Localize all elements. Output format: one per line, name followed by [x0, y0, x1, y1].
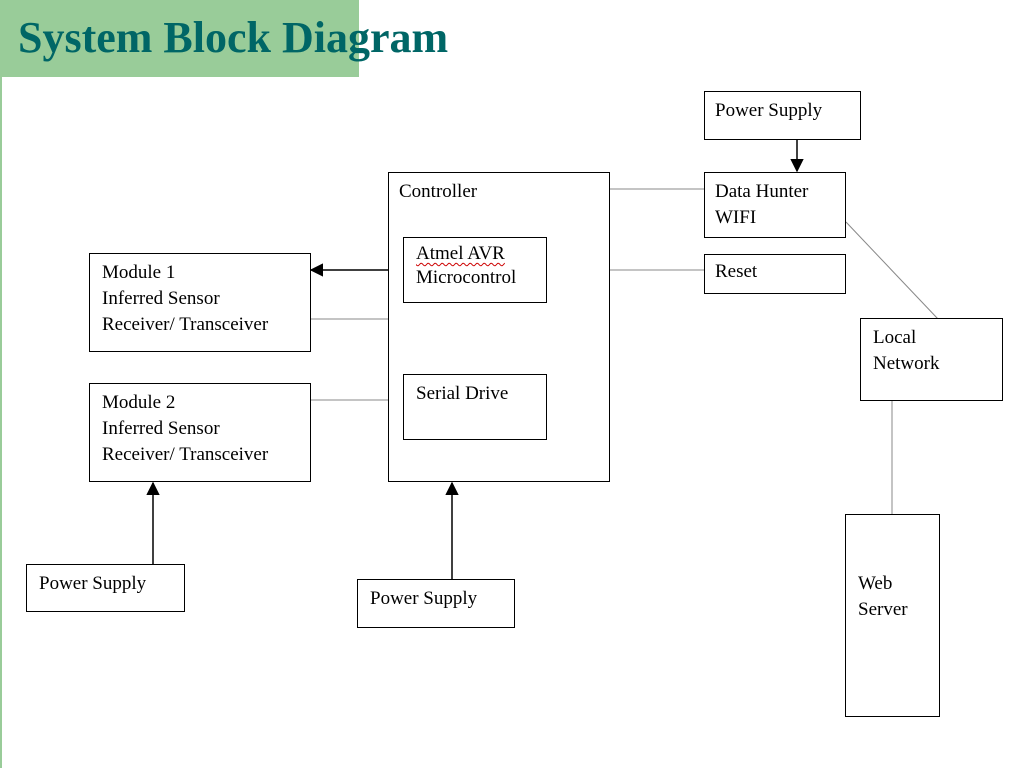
module1-line3: Receiver/ Transceiver: [102, 314, 269, 335]
left-rule: [0, 77, 2, 768]
power-supply-center-block: Power Supply: [357, 579, 515, 628]
local-network-line2: Network: [873, 353, 940, 374]
local-network-block: Local Network: [860, 318, 1003, 401]
power-supply-left-block: Power Supply: [26, 564, 185, 612]
module1-line2: Inferred Sensor: [102, 288, 220, 309]
serial-drive-label: Serial Drive: [416, 383, 509, 404]
atmel-avr-block: Atmel AVR Microcontrol: [403, 237, 547, 303]
web-server-line2: Server: [858, 599, 908, 620]
local-network-line1: Local: [873, 327, 917, 348]
page-title: System Block Diagram: [18, 13, 449, 62]
line-datahunter-localnetwork: [845, 221, 939, 320]
power-supply-left-label: Power Supply: [39, 573, 147, 594]
module1-line1: Module 1: [102, 262, 176, 283]
data-hunter-line1: Data Hunter: [715, 181, 809, 202]
title-band: [0, 0, 359, 77]
module2-line3: Receiver/ Transceiver: [102, 444, 269, 465]
module1-block: Module 1 Inferred Sensor Receiver/ Trans…: [89, 253, 311, 352]
web-server-block: Web Server: [845, 514, 940, 717]
reset-block: Reset: [704, 254, 846, 294]
module2-line2: Inferred Sensor: [102, 418, 220, 439]
data-hunter-line2: WIFI: [715, 207, 757, 228]
module2-block: Module 2 Inferred Sensor Receiver/ Trans…: [89, 383, 311, 482]
module2-line1: Module 2: [102, 392, 176, 413]
web-server-line1: Web: [858, 573, 893, 594]
atmel-label-line2: Microcontrol: [416, 267, 517, 288]
controller-label: Controller: [399, 181, 478, 202]
reset-label: Reset: [715, 261, 758, 282]
serial-drive-block: Serial Drive: [403, 374, 547, 440]
power-supply-top-block: Power Supply: [704, 91, 861, 140]
atmel-label-line1: Atmel AVR: [416, 243, 505, 264]
power-supply-center-label: Power Supply: [370, 588, 478, 609]
power-supply-top-label: Power Supply: [715, 100, 823, 121]
data-hunter-wifi-block: Data Hunter WIFI: [704, 172, 846, 238]
